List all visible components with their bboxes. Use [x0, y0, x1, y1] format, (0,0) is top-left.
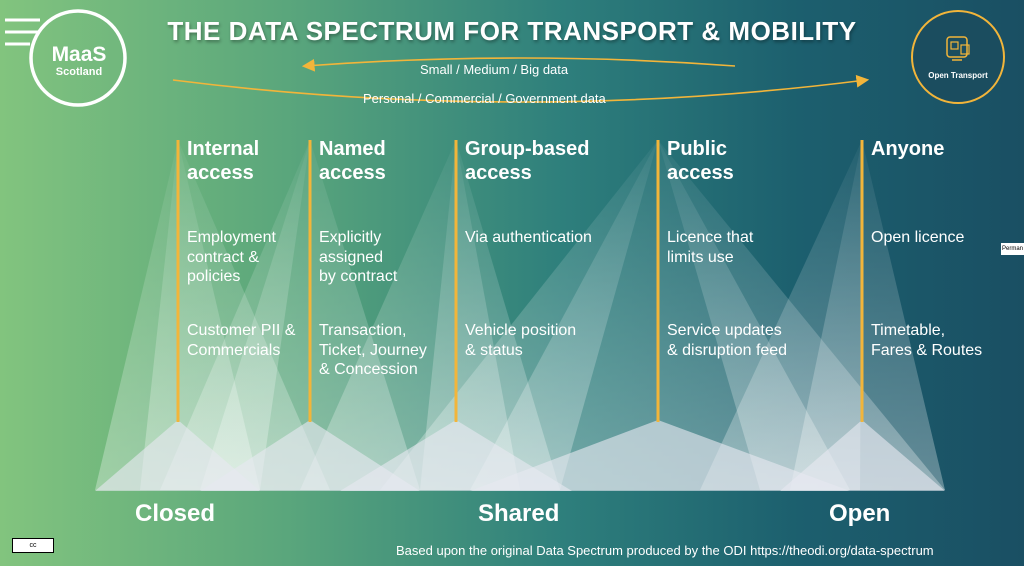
page-title: THE DATA SPECTRUM FOR TRANSPORT & MOBILI…	[167, 16, 857, 46]
side-tab[interactable]: Perman	[1001, 243, 1024, 255]
triangle-public	[470, 420, 850, 491]
example-anyone: Timetable,Fares & Routes	[871, 322, 983, 359]
example-group-based: Vehicle position& status	[465, 322, 577, 359]
column-lines	[176, 140, 864, 422]
example-public: Service updates& disruption feed	[667, 322, 788, 359]
description-group-based: Via authentication	[465, 229, 592, 246]
base-triangles	[95, 420, 945, 491]
example-internal: Customer PII &Commercials	[187, 322, 296, 359]
logo-line-1: MaaS	[51, 43, 107, 66]
scale-arc-bottom	[172, 74, 870, 103]
description-anyone: Open licence	[871, 229, 965, 246]
scale-arc-top	[301, 57, 736, 72]
triangle-group	[340, 420, 572, 491]
beam-4b	[380, 140, 658, 490]
maas-scotland-logo: MaaS Scotland	[44, 43, 114, 79]
triangle-anyone	[780, 420, 945, 491]
light-beams	[95, 140, 945, 490]
triangle-named	[200, 420, 420, 491]
label-shared: Shared	[478, 500, 560, 527]
logo-line-2: Scotland	[55, 66, 103, 78]
beam-2b	[160, 140, 310, 490]
source-credit: Based upon the original Data Spectrum pr…	[396, 543, 934, 558]
beam-5b	[700, 140, 862, 490]
example-named: Transaction,Ticket, Journey& Concession	[319, 322, 427, 378]
heading-anyone: Anyone	[871, 138, 945, 160]
creative-commons-badge: cc	[12, 538, 54, 553]
label-closed: Closed	[135, 500, 216, 527]
label-open: Open	[829, 500, 891, 527]
open-transport-label: Open Transport	[928, 71, 988, 80]
data-size-scale: Small / Medium / Big data	[420, 62, 569, 77]
triangle-internal	[95, 420, 260, 491]
open-transport-logo	[911, 10, 1005, 104]
data-owner-scale: Personal / Commercial / Government data	[363, 91, 606, 106]
maas-logo-mark	[5, 9, 127, 107]
